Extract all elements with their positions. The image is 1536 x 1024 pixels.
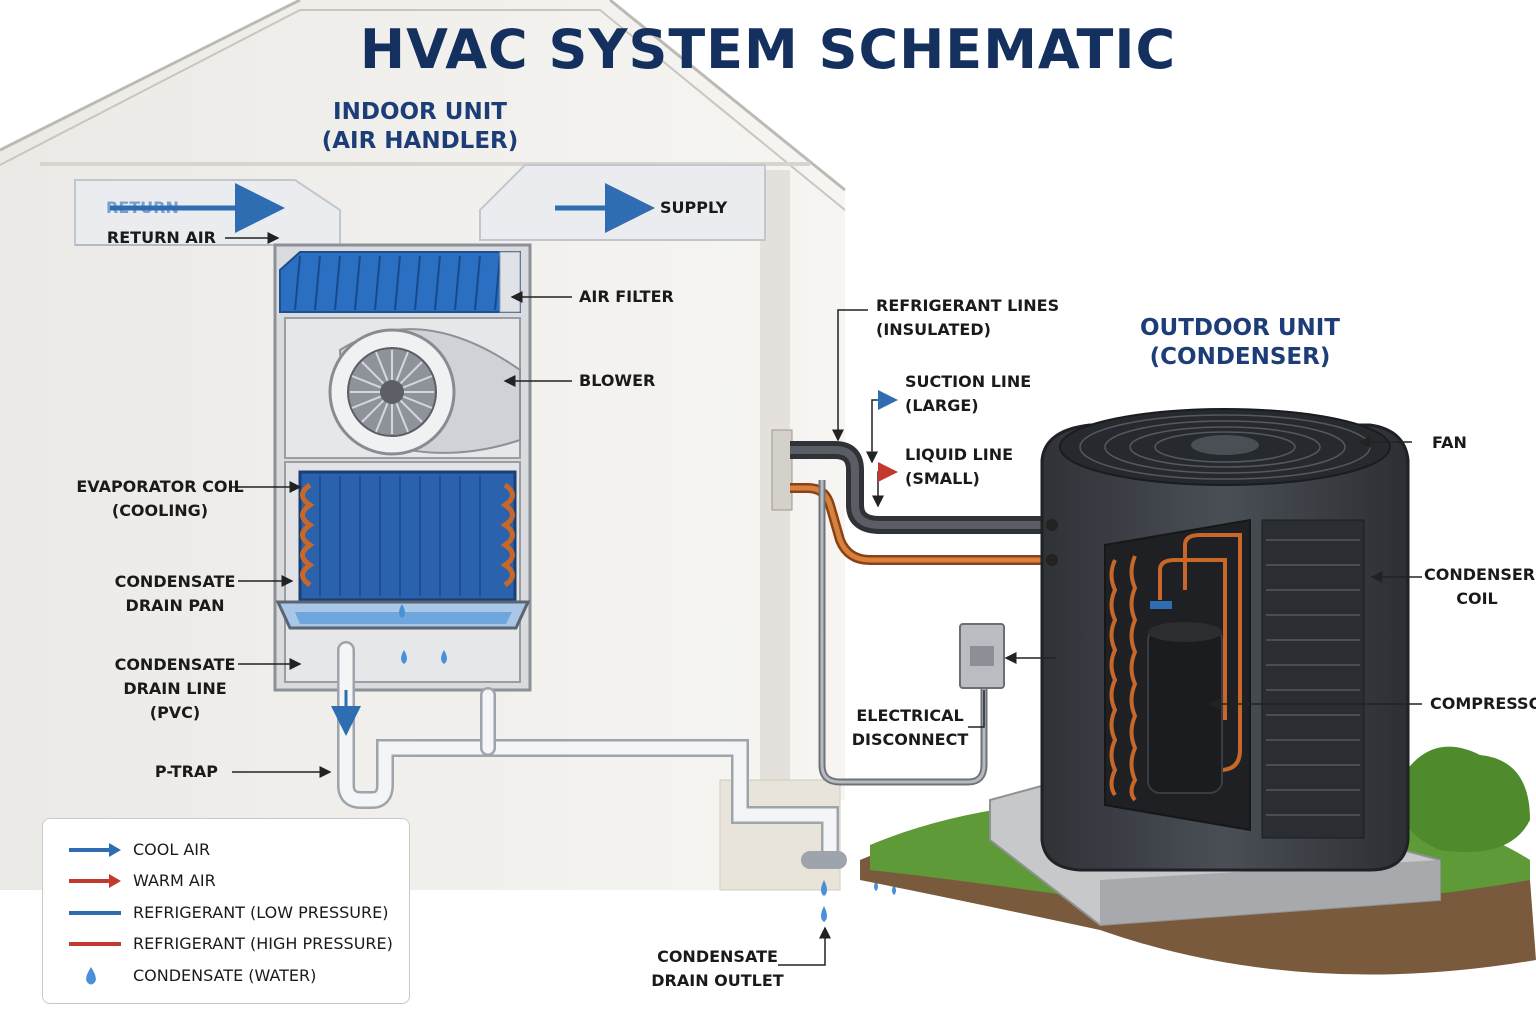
fan-label: FAN	[1432, 433, 1467, 452]
legend-label: WARM AIR	[133, 871, 216, 890]
electrical-disconnect-line2: DISCONNECT	[851, 730, 969, 749]
legend: COOL AIR WARM AIR REFRIGERANT (LOW PRESS…	[42, 818, 410, 1004]
condensate-drain-pan-label: CONDENSATE DRAIN PAN	[100, 570, 250, 618]
condensate-drain-outlet-label: CONDENSATE DRAIN OUTLET	[645, 945, 790, 993]
evaporator-coil-line1: EVAPORATOR COIL	[76, 477, 244, 496]
indoor-unit-title: INDOOR UNIT	[333, 99, 507, 125]
suction-line	[790, 441, 1055, 534]
evaporator-coil-line2: (COOLING)	[111, 501, 209, 520]
condenser-unit	[1040, 408, 1410, 872]
suction-line-label: SUCTION LINE (LARGE)	[905, 370, 1031, 418]
suction-line-line2: (LARGE)	[905, 396, 979, 415]
legend-item-low-pressure: REFRIGERANT (LOW PRESSURE)	[43, 900, 409, 926]
compressor-label: COMPRESSOR	[1430, 694, 1536, 713]
electrical-disconnect-box	[959, 623, 1005, 689]
return-duct-text: RETURN	[106, 198, 179, 217]
air-filter	[279, 251, 521, 313]
drain-pan-line1: CONDENSATE	[114, 572, 236, 591]
condenser-coil-line2: COIL	[1456, 589, 1498, 608]
diagram-title: HVAC SYSTEM SCHEMATIC	[359, 18, 1177, 81]
cool-air-arrow-icon	[69, 843, 121, 857]
indoor-unit-subtitle: (AIR HANDLER)	[321, 128, 519, 154]
condenser-coil-label: CONDENSER COIL	[1424, 563, 1536, 611]
drain-pan-line2: DRAIN PAN	[125, 596, 225, 615]
liquid-line-line2: (SMALL)	[905, 469, 980, 488]
drain-line-line1: CONDENSATE	[114, 655, 236, 674]
refrigerant-lines-label: REFRIGERANT LINES (INSULATED)	[876, 294, 1059, 342]
legend-item-condensate: CONDENSATE (WATER)	[43, 963, 409, 989]
legend-label: REFRIGERANT (LOW PRESSURE)	[133, 903, 389, 922]
outdoor-unit-heading: OUTDOOR UNIT (CONDENSER)	[1120, 314, 1360, 372]
high-pressure-line-icon	[69, 942, 121, 946]
air-filter-label: AIR FILTER	[579, 287, 674, 306]
outdoor-unit-title: OUTDOOR UNIT	[1139, 315, 1340, 341]
electrical-disconnect-line1: ELECTRICAL	[856, 706, 964, 725]
return-air-label: RETURN AIR	[106, 228, 216, 247]
drain-outlet-line2: DRAIN OUTLET	[651, 971, 784, 990]
condenser-coil-line1: CONDENSER	[1424, 565, 1536, 584]
electrical-disconnect-label: ELECTRICAL DISCONNECT	[840, 704, 980, 752]
legend-label: COOL AIR	[133, 840, 211, 859]
evaporator-coil-label: EVAPORATOR COIL (COOLING)	[70, 475, 250, 523]
legend-item-warm-air: WARM AIR	[43, 868, 409, 894]
condensate-drips	[399, 604, 447, 664]
low-pressure-line-icon	[69, 911, 121, 915]
liquid-line-line1: LIQUID LINE	[905, 445, 1014, 464]
drain-line-line3: (PVC)	[149, 703, 201, 722]
warm-air-arrow-icon	[69, 874, 121, 888]
legend-label: REFRIGERANT (HIGH PRESSURE)	[133, 934, 393, 953]
drain-line-line2: DRAIN LINE	[123, 679, 227, 698]
condensate-drain-line	[337, 641, 847, 869]
blower-label: BLOWER	[579, 371, 656, 390]
indoor-unit-heading: INDOOR UNIT (AIR HANDLER)	[300, 98, 540, 156]
refrigerant-lines-line1: REFRIGERANT LINES	[876, 296, 1060, 315]
wall-penetration	[771, 429, 793, 511]
legend-label: CONDENSATE (WATER)	[133, 966, 317, 985]
drain-outlet-line1: CONDENSATE	[657, 947, 778, 966]
water-drop-icon	[86, 967, 96, 985]
outdoor-unit-subtitle: (CONDENSER)	[1149, 344, 1331, 370]
liquid-line-label: LIQUID LINE (SMALL)	[905, 443, 1013, 491]
evaporator-coil	[298, 470, 517, 602]
refrigerant-lines-line2: (INSULATED)	[876, 320, 991, 339]
condensate-drain-line-label: CONDENSATE DRAIN LINE (PVC)	[100, 653, 250, 725]
suction-line-line1: SUCTION LINE	[905, 372, 1032, 391]
supply-label: SUPPLY	[660, 198, 728, 217]
liquid-line	[790, 483, 1055, 565]
p-trap-label: P-TRAP	[154, 762, 218, 781]
electrical-conduit	[818, 480, 988, 786]
legend-item-high-pressure: REFRIGERANT (HIGH PRESSURE)	[43, 931, 409, 957]
legend-item-cool-air: COOL AIR	[43, 837, 409, 863]
blower	[328, 328, 521, 456]
